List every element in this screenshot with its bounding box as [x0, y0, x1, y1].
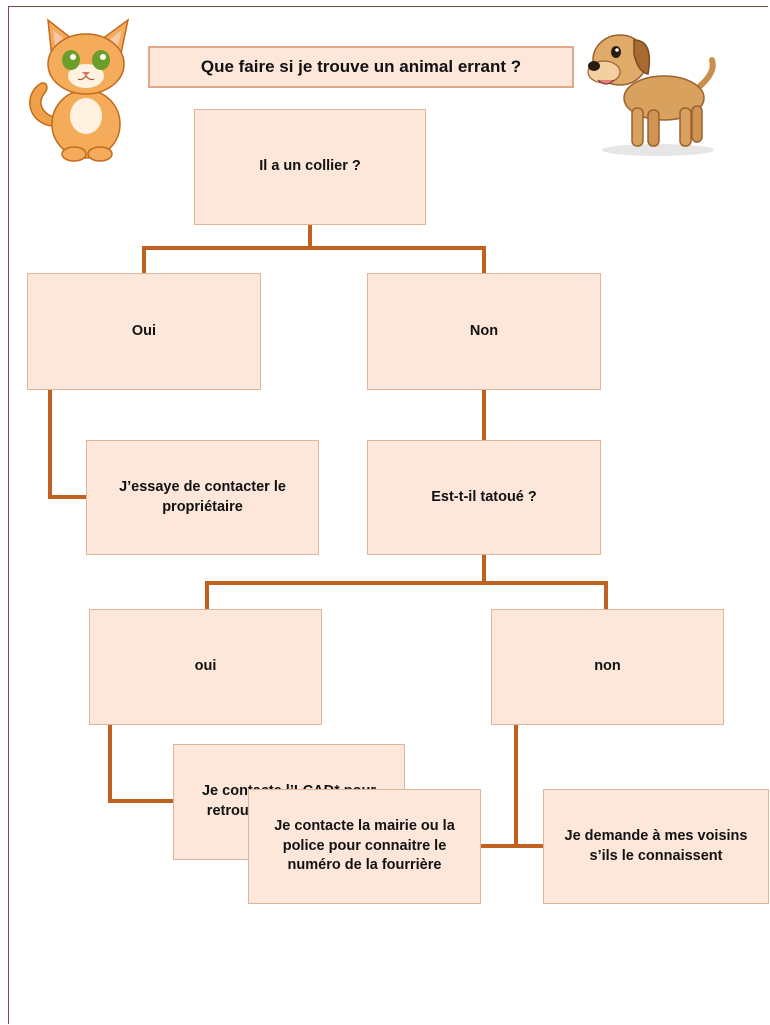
node-mairie: Je contacte la mairie ou la police pour … [248, 789, 481, 904]
node-tattoo-no: non [491, 609, 724, 725]
cat-illustration [29, 18, 130, 162]
dog-illustration [587, 34, 716, 156]
connector-tatoue-split [205, 553, 608, 611]
connector-oui-contact [48, 388, 88, 499]
page-frame [8, 6, 768, 1024]
node-no: Non [367, 273, 601, 390]
connector-collar-split [142, 223, 486, 275]
node-tattooed: Est-t-il tatoué ? [367, 440, 601, 555]
connector-oui-icad [108, 723, 176, 803]
node-voisins: Je demande à mes voisins s’ils le connai… [543, 789, 769, 904]
node-collar: Il a un collier ? [194, 109, 426, 225]
node-tattoo-yes: oui [89, 609, 322, 725]
node-contact-owner: J’essaye de contacter le propriétaire [86, 440, 319, 555]
page-title: Que faire si je trouve un animal errant … [148, 46, 574, 88]
connector-non-final [479, 723, 545, 848]
node-yes: Oui [27, 273, 261, 390]
